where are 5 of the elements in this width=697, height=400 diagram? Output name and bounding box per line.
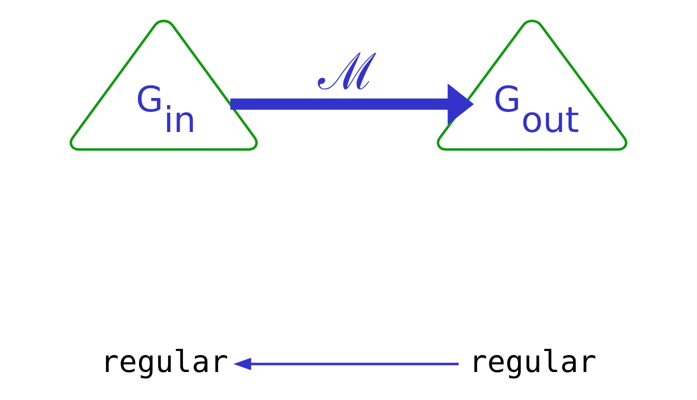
arrow <box>233 358 459 370</box>
node-text: regular <box>100 344 228 380</box>
node-text: regular <box>468 344 597 380</box>
arrow <box>230 83 474 125</box>
edge-label: ℳ <box>318 42 376 101</box>
